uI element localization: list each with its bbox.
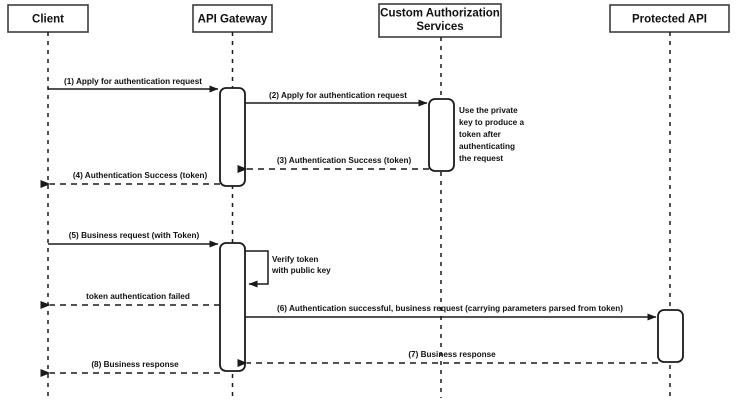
participant-client[interactable]: Client xyxy=(7,4,89,33)
activation-api-gateway-1 xyxy=(219,87,246,187)
message-8-label: (8) Business response xyxy=(91,360,179,369)
participant-protected-api[interactable]: Protected API xyxy=(609,4,730,33)
note-private-key-line-5: the request xyxy=(459,154,503,163)
activation-custom-authorization-services-1 xyxy=(428,98,455,172)
message-8[interactable]: (8) Business response xyxy=(40,360,220,377)
message-1-label: (1) Apply for authentication request xyxy=(64,77,202,86)
message-self-verify-token-label-line1: Verify token xyxy=(272,255,318,264)
note-private-key-line-1: Use the private xyxy=(459,106,518,115)
participant-label-custom-authorization-services-line1: Custom Authorization xyxy=(380,8,500,20)
message-6[interactable]: (6) Authentication successful, business … xyxy=(245,304,657,321)
message-5[interactable]: (5) Business request (with Token) xyxy=(48,231,219,248)
message-3[interactable]: (3) Authentication Success (token) xyxy=(237,156,429,173)
message-4[interactable]: (4) Authentication Success (token) xyxy=(40,171,220,188)
participant-api-gateway[interactable]: API Gateway xyxy=(192,4,273,33)
message-2-label: (2) Apply for authentication request xyxy=(269,91,407,100)
message-6-label: (6) Authentication successful, business … xyxy=(277,304,623,313)
message-4-label: (4) Authentication Success (token) xyxy=(73,171,208,180)
note-private-key-line-4: authenticating xyxy=(459,142,515,151)
message-1[interactable]: (1) Apply for authentication request xyxy=(48,77,219,93)
message-3-label: (3) Authentication Success (token) xyxy=(277,156,412,165)
participant-label-client: Client xyxy=(32,14,64,26)
participant-label-protected-api: Protected API xyxy=(632,14,707,26)
message-2[interactable]: (2) Apply for authentication request xyxy=(245,91,428,107)
message-self-verify-token-arrow xyxy=(245,250,269,288)
note-private-key-line-3: token after xyxy=(459,130,502,139)
message-self-verify-token-label-line2: with public key xyxy=(271,266,331,275)
participant-label-custom-authorization-services-line2: Services xyxy=(416,21,463,33)
message-token-authentication-failed[interactable]: token authentication failed xyxy=(40,292,220,309)
message-7[interactable]: (7) Business response xyxy=(237,350,658,367)
note-private-key: Use the private key to produce a token a… xyxy=(459,106,525,163)
message-5-label: (5) Business request (with Token) xyxy=(69,231,200,240)
participant-custom-authorization-services[interactable]: Custom Authorization Services xyxy=(378,3,502,38)
participant-box-custom-authorization-services xyxy=(378,3,502,38)
participant-label-api-gateway: API Gateway xyxy=(198,14,268,26)
note-private-key-line-2: key to produce a xyxy=(459,118,525,127)
participant-box-protected-api xyxy=(609,4,730,33)
message-7-label: (7) Business response xyxy=(408,350,496,359)
message-token-authentication-failed-label: token authentication failed xyxy=(86,292,190,301)
message-self-verify-token[interactable]: Verify token with public key xyxy=(245,250,331,288)
activation-api-gateway-2 xyxy=(219,242,246,372)
activation-protected-api-1 xyxy=(657,309,684,363)
